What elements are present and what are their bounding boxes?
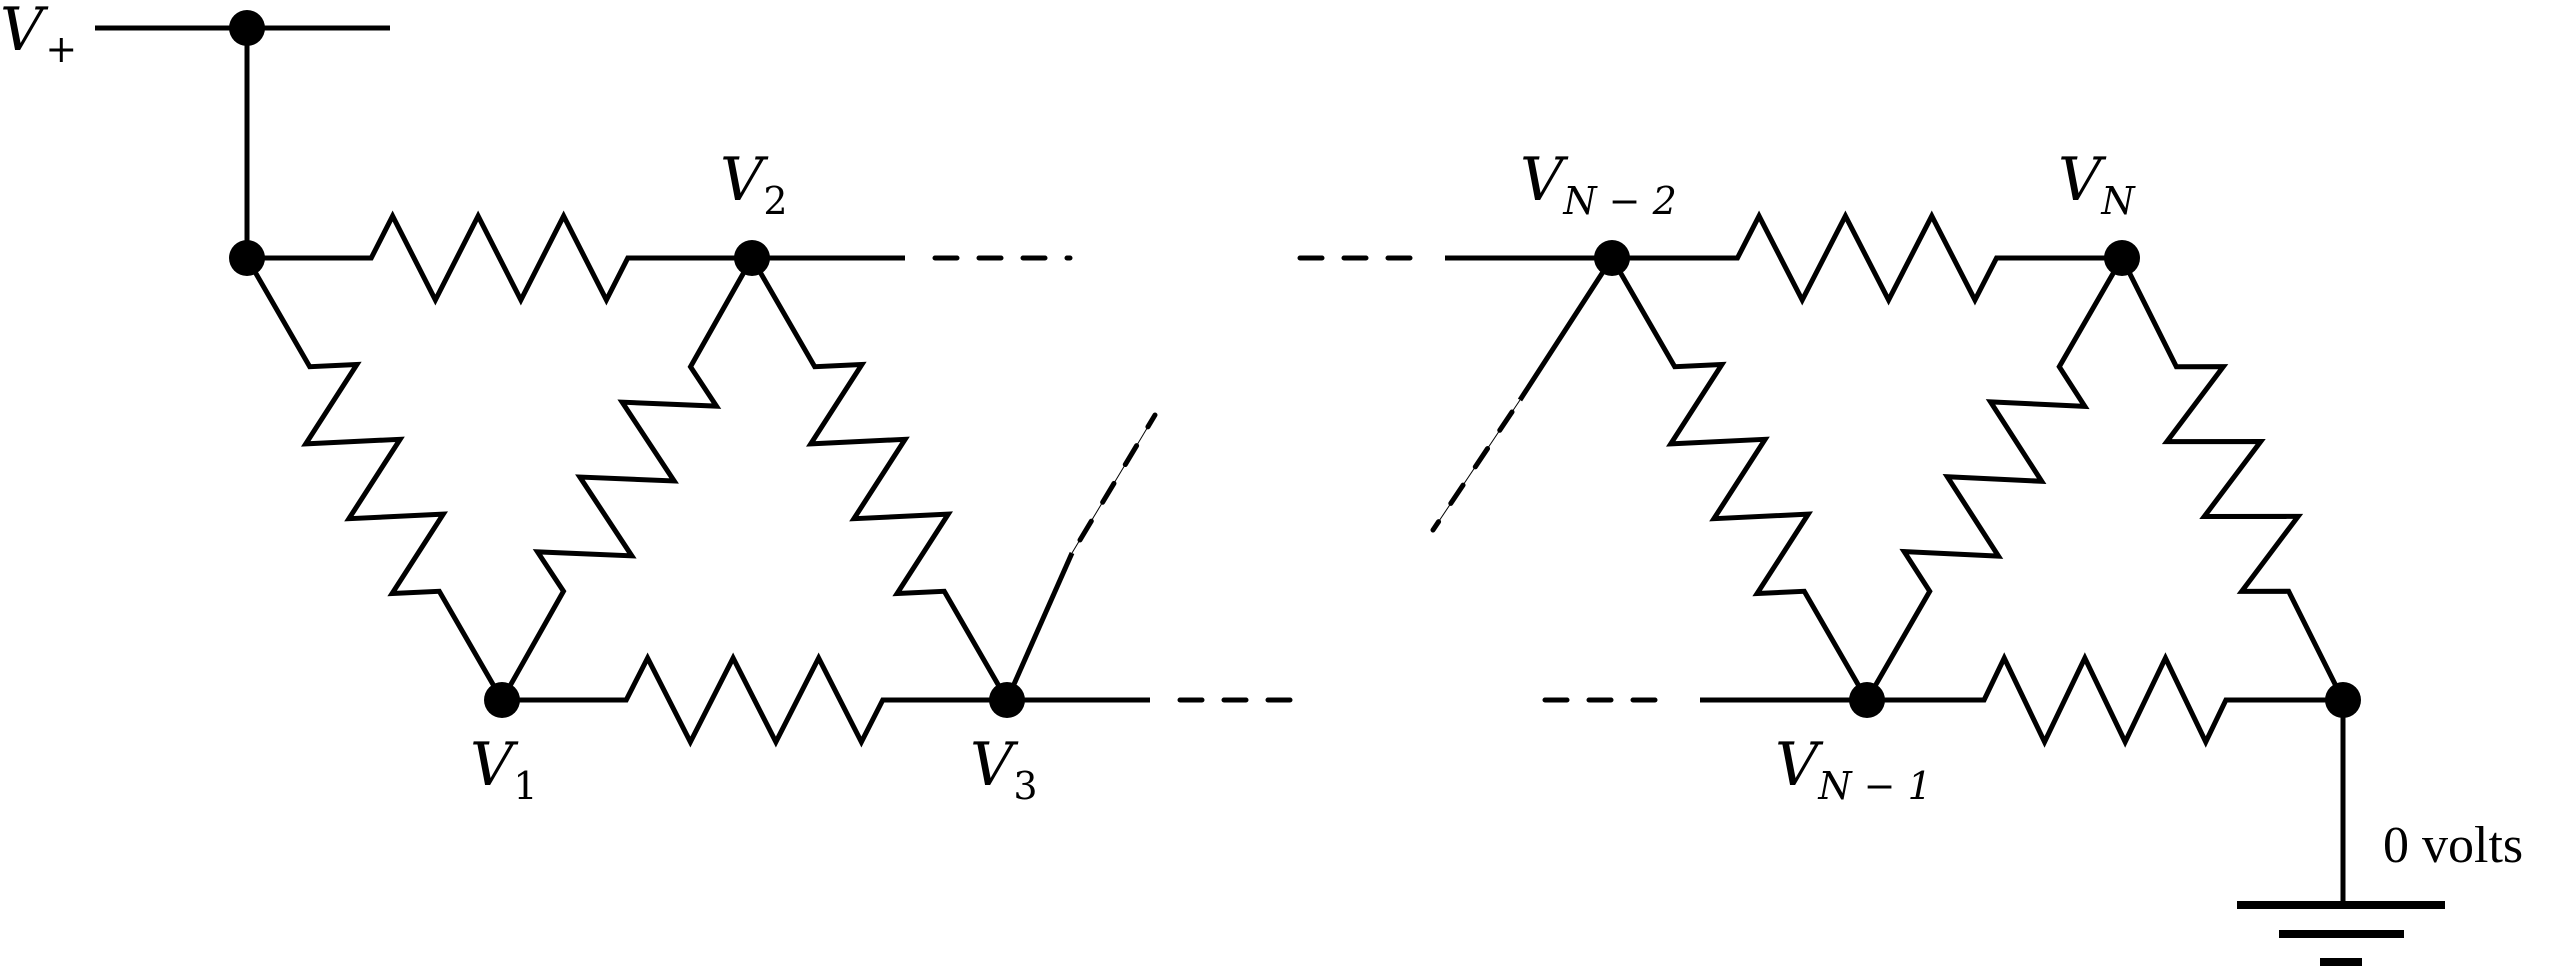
continuation-dashes [932, 255, 1678, 703]
junction-v1 [484, 682, 520, 718]
junction-a [229, 240, 265, 276]
node-label-vn: VN [2058, 145, 2136, 223]
stub-vn2-diag [1517, 256, 1615, 402]
junctions [229, 10, 2361, 718]
junction-vn1 [1849, 682, 1885, 718]
supply-label: V+ [0, 0, 77, 71]
junction-vn [2104, 240, 2140, 276]
resistor-vn1-ground [1867, 652, 2343, 748]
ground-icon [2237, 700, 2445, 966]
dash-diag-left [1077, 412, 1158, 543]
dash-diag-right [1430, 409, 1515, 533]
resistor-vn2-vn1 [1609, 256, 1870, 702]
wires [95, 25, 1867, 703]
node-label-v2: V2 [720, 145, 788, 223]
junction-supply [229, 10, 265, 46]
node-label-vn2: VN − 2 [1520, 145, 1677, 223]
resistor-vn-ground [2119, 256, 2346, 702]
resistor-v2-v1 [499, 256, 755, 702]
resistor-a-v1 [244, 256, 505, 702]
resistor-vn2-vn [1612, 210, 2122, 306]
ground-label: 0 volts [2383, 817, 2523, 874]
junction-v3 [989, 682, 1025, 718]
junction-v2 [734, 240, 770, 276]
node-label-v3: V3 [970, 730, 1038, 808]
resistor-v1-v3 [502, 652, 1007, 748]
resistor-a-v2 [247, 210, 752, 306]
junction-vn2 [1594, 240, 1630, 276]
resistor-vn-vn1 [1864, 256, 2125, 702]
node-label-vn1: VN − 1 [1775, 730, 1932, 808]
resistors [244, 210, 2346, 748]
resistor-v2-v3 [749, 256, 1010, 702]
node-label-v1: V1 [470, 730, 538, 808]
stub-v3-diag [1004, 551, 1075, 702]
